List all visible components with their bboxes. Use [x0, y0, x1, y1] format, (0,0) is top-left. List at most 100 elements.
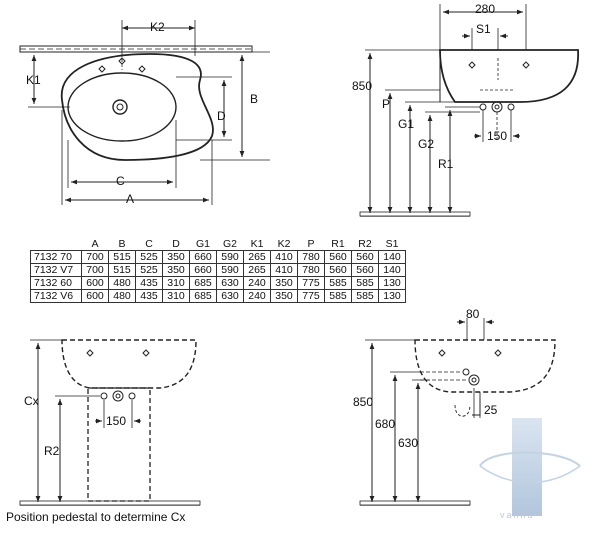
- waste-fitting-icon: [100, 390, 136, 402]
- table-cell: 585: [351, 276, 379, 290]
- table-cell: 350: [162, 250, 190, 264]
- table-cell: 350: [270, 289, 298, 303]
- table-cell: 630: [216, 289, 244, 303]
- bottom-front-view: [19, 339, 201, 506]
- table-cell: 560: [351, 250, 379, 264]
- dim-label-280: 280: [475, 2, 496, 16]
- basin-side-outline: [414, 339, 556, 393]
- table-cell: 660: [189, 263, 217, 277]
- table-cell: 585: [351, 289, 379, 303]
- table-header-cell: P: [297, 238, 325, 251]
- table-header-cell: K2: [270, 238, 298, 251]
- dim-label-p: P: [382, 97, 391, 111]
- dim-label-850-bottom: 850: [353, 395, 374, 409]
- table-cell: 600: [81, 289, 109, 303]
- dim-label-g1: G1: [398, 117, 415, 131]
- table-cell: 265: [243, 250, 271, 264]
- table-cell: 435: [135, 289, 163, 303]
- table-cell: 700: [81, 263, 109, 277]
- dim-label-s1: S1: [476, 22, 491, 36]
- dim-label-k1: K1: [26, 73, 41, 87]
- bottom-side-view: [359, 318, 556, 506]
- table-header-cell: S1: [378, 238, 406, 251]
- table-cell: 775: [297, 289, 325, 303]
- table-cell: 140: [378, 250, 406, 264]
- table-cell: 310: [162, 276, 190, 290]
- dim-label-r1: R1: [438, 157, 454, 171]
- dim-label-b: B: [250, 92, 259, 106]
- table-cell: 585: [324, 276, 352, 290]
- dim-label-680: 680: [375, 417, 396, 431]
- dim-label-c: C: [116, 174, 125, 188]
- dim-label-25: 25: [484, 403, 498, 417]
- table-cell: 480: [108, 289, 136, 303]
- table-header-cell: R1: [324, 238, 352, 251]
- dim-label-150-top: 150: [487, 129, 508, 143]
- dim-label-d: D: [217, 109, 226, 123]
- table-cell: 685: [189, 289, 217, 303]
- table-cell: 515: [108, 263, 136, 277]
- table-cell: 780: [297, 250, 325, 264]
- table-cell: 560: [324, 263, 352, 277]
- basin-bowl: [67, 72, 177, 142]
- table-cell: 240: [243, 276, 271, 290]
- table-header-cell: D: [162, 238, 190, 251]
- table-cell: 240: [243, 289, 271, 303]
- top-side-view: [359, 4, 579, 217]
- table-header-cell: A: [81, 238, 109, 251]
- basin-side-outline: [439, 49, 579, 103]
- table-cell: 130: [378, 276, 406, 290]
- table-row: 7132 V7 700 515 525 350 660 590 265 410 …: [30, 263, 406, 277]
- table-cell: 600: [81, 276, 109, 290]
- table-cell: 130: [378, 289, 406, 303]
- table-cell: 350: [270, 276, 298, 290]
- table-cell: 7132 70: [30, 250, 82, 264]
- table-cell: 310: [162, 289, 190, 303]
- dim-label-k2: K2: [150, 20, 165, 34]
- table-cell: 265: [243, 263, 271, 277]
- basin-outline: [60, 53, 214, 161]
- table-header-cell: K1: [243, 238, 271, 251]
- dim-label-g2: G2: [418, 137, 435, 151]
- dim-label-150-bottom: 150: [106, 414, 127, 428]
- table-header-cell: G2: [216, 238, 244, 251]
- table-cell: 7132 60: [30, 276, 82, 290]
- table-row: 7132 60 600 480 435 310 685 630 240 350 …: [30, 276, 406, 290]
- table-cell: 700: [81, 250, 109, 264]
- dim-label-630: 630: [398, 436, 419, 450]
- table-header-row: A B C D G1 G2 K1 K2 P R1 R2 S1: [30, 238, 406, 251]
- table-cell: 775: [297, 276, 325, 290]
- dim-label-80: 80: [466, 307, 480, 321]
- table-cell: 630: [216, 276, 244, 290]
- table-cell: 685: [189, 276, 217, 290]
- dim-label-a: A: [126, 192, 135, 206]
- table-cell: 515: [108, 250, 136, 264]
- table-header-cell: [30, 238, 82, 251]
- table-header-cell: G1: [189, 238, 217, 251]
- table-cell: 585: [324, 289, 352, 303]
- table-cell: 350: [162, 263, 190, 277]
- table-cell: 590: [216, 250, 244, 264]
- wall-strip: [19, 45, 253, 53]
- table-cell: 560: [324, 250, 352, 264]
- dim-label-850: 850: [352, 79, 373, 93]
- top-plan-view: [19, 20, 270, 205]
- table-row: 7132 70 700 515 525 350 660 590 265 410 …: [30, 250, 406, 264]
- watermark-text: vannu: [500, 510, 535, 520]
- watermark-logo: [479, 418, 581, 516]
- dim-label-r2: R2: [44, 444, 60, 458]
- table-cell: 7132 V7: [30, 263, 82, 277]
- table-cell: 560: [351, 263, 379, 277]
- table-cell: 660: [189, 250, 217, 264]
- table-header-cell: B: [108, 238, 136, 251]
- table-cell: 525: [135, 250, 163, 264]
- dim-label-cx: Cx: [24, 394, 39, 408]
- table-cell: 525: [135, 263, 163, 277]
- table-header-cell: R2: [351, 238, 379, 251]
- table-header-cell: C: [135, 238, 163, 251]
- dimensions-table: A B C D G1 G2 K1 K2 P R1 R2 S1 7132 70 7…: [30, 238, 406, 303]
- table-row: 7132 V6 600 480 435 310 685 630 240 350 …: [30, 289, 406, 303]
- pedestal-caption: Position pedestal to determine Cx: [6, 510, 186, 524]
- pedestal-outline: [87, 387, 151, 502]
